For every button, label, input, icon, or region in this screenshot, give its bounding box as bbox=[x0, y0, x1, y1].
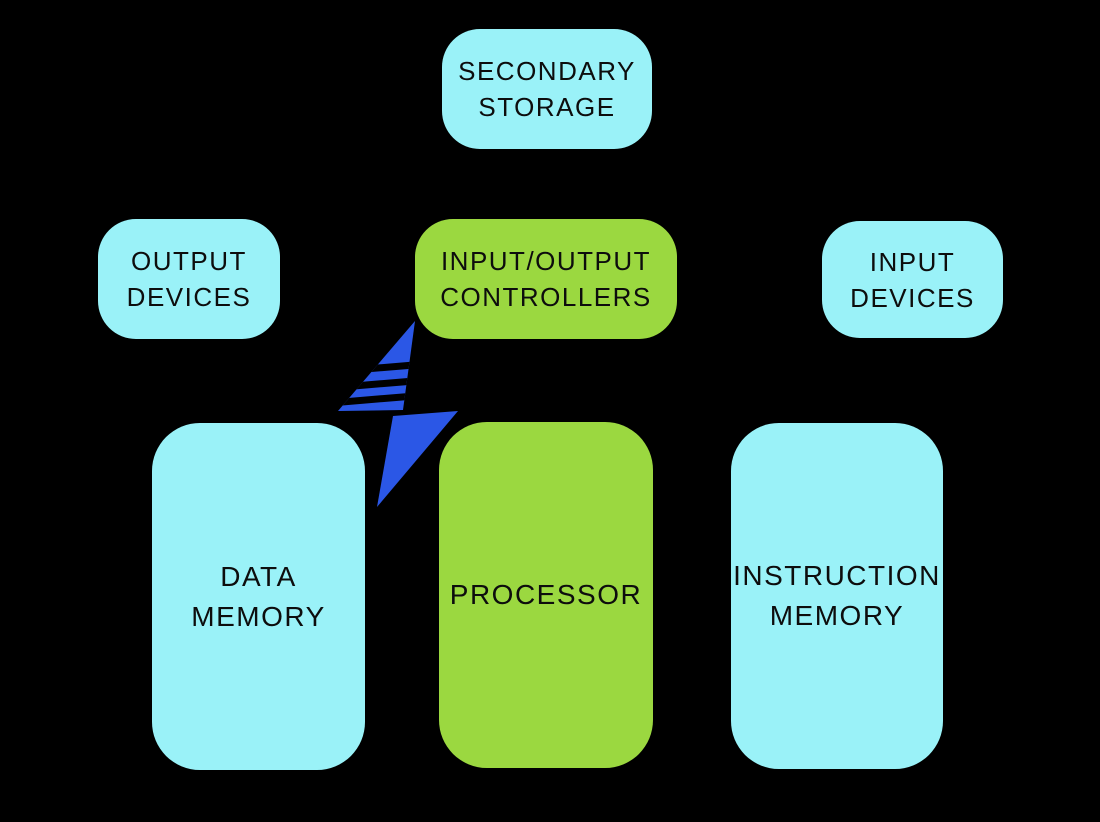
node-label: PROCESSOR bbox=[450, 575, 642, 615]
node-label: DATA MEMORY bbox=[191, 557, 326, 637]
node-processor: PROCESSOR bbox=[439, 422, 653, 768]
node-output-devices: OUTPUT DEVICES bbox=[98, 219, 280, 339]
node-label: INSTRUCTION MEMORY bbox=[733, 556, 941, 636]
node-input-devices: INPUT DEVICES bbox=[822, 221, 1003, 338]
node-label: SECONDARY STORAGE bbox=[458, 53, 636, 125]
label-line: INPUT/OUTPUT bbox=[440, 246, 652, 276]
node-input-output-controllers: INPUT/OUTPUT CONTROLLERS bbox=[415, 219, 677, 339]
label-line: DEVICES bbox=[850, 282, 975, 313]
node-label: INPUT/OUTPUT CONTROLLERS bbox=[440, 243, 652, 315]
label-line: CONTROLLERS bbox=[440, 282, 652, 312]
node-data-memory: DATA MEMORY bbox=[152, 423, 365, 770]
node-label: OUTPUT DEVICES bbox=[127, 243, 252, 315]
label-line: DEVICES bbox=[126, 282, 252, 312]
label-line: OUTPUT bbox=[131, 246, 247, 276]
label-line: DATA bbox=[220, 560, 297, 592]
label-line: MEMORY bbox=[769, 600, 905, 631]
node-secondary-storage: SECONDARY STORAGE bbox=[442, 29, 652, 149]
label-line: INPUT bbox=[869, 246, 956, 277]
node-instruction-memory: INSTRUCTION MEMORY bbox=[731, 423, 943, 769]
node-label: INPUT DEVICES bbox=[850, 244, 975, 316]
label-line: INSTRUCTION bbox=[733, 560, 941, 591]
label-line: PROCESSOR bbox=[449, 579, 643, 610]
label-line: STORAGE bbox=[478, 92, 616, 122]
label-line: SECONDARY bbox=[458, 56, 636, 86]
label-line: MEMORY bbox=[191, 600, 326, 632]
